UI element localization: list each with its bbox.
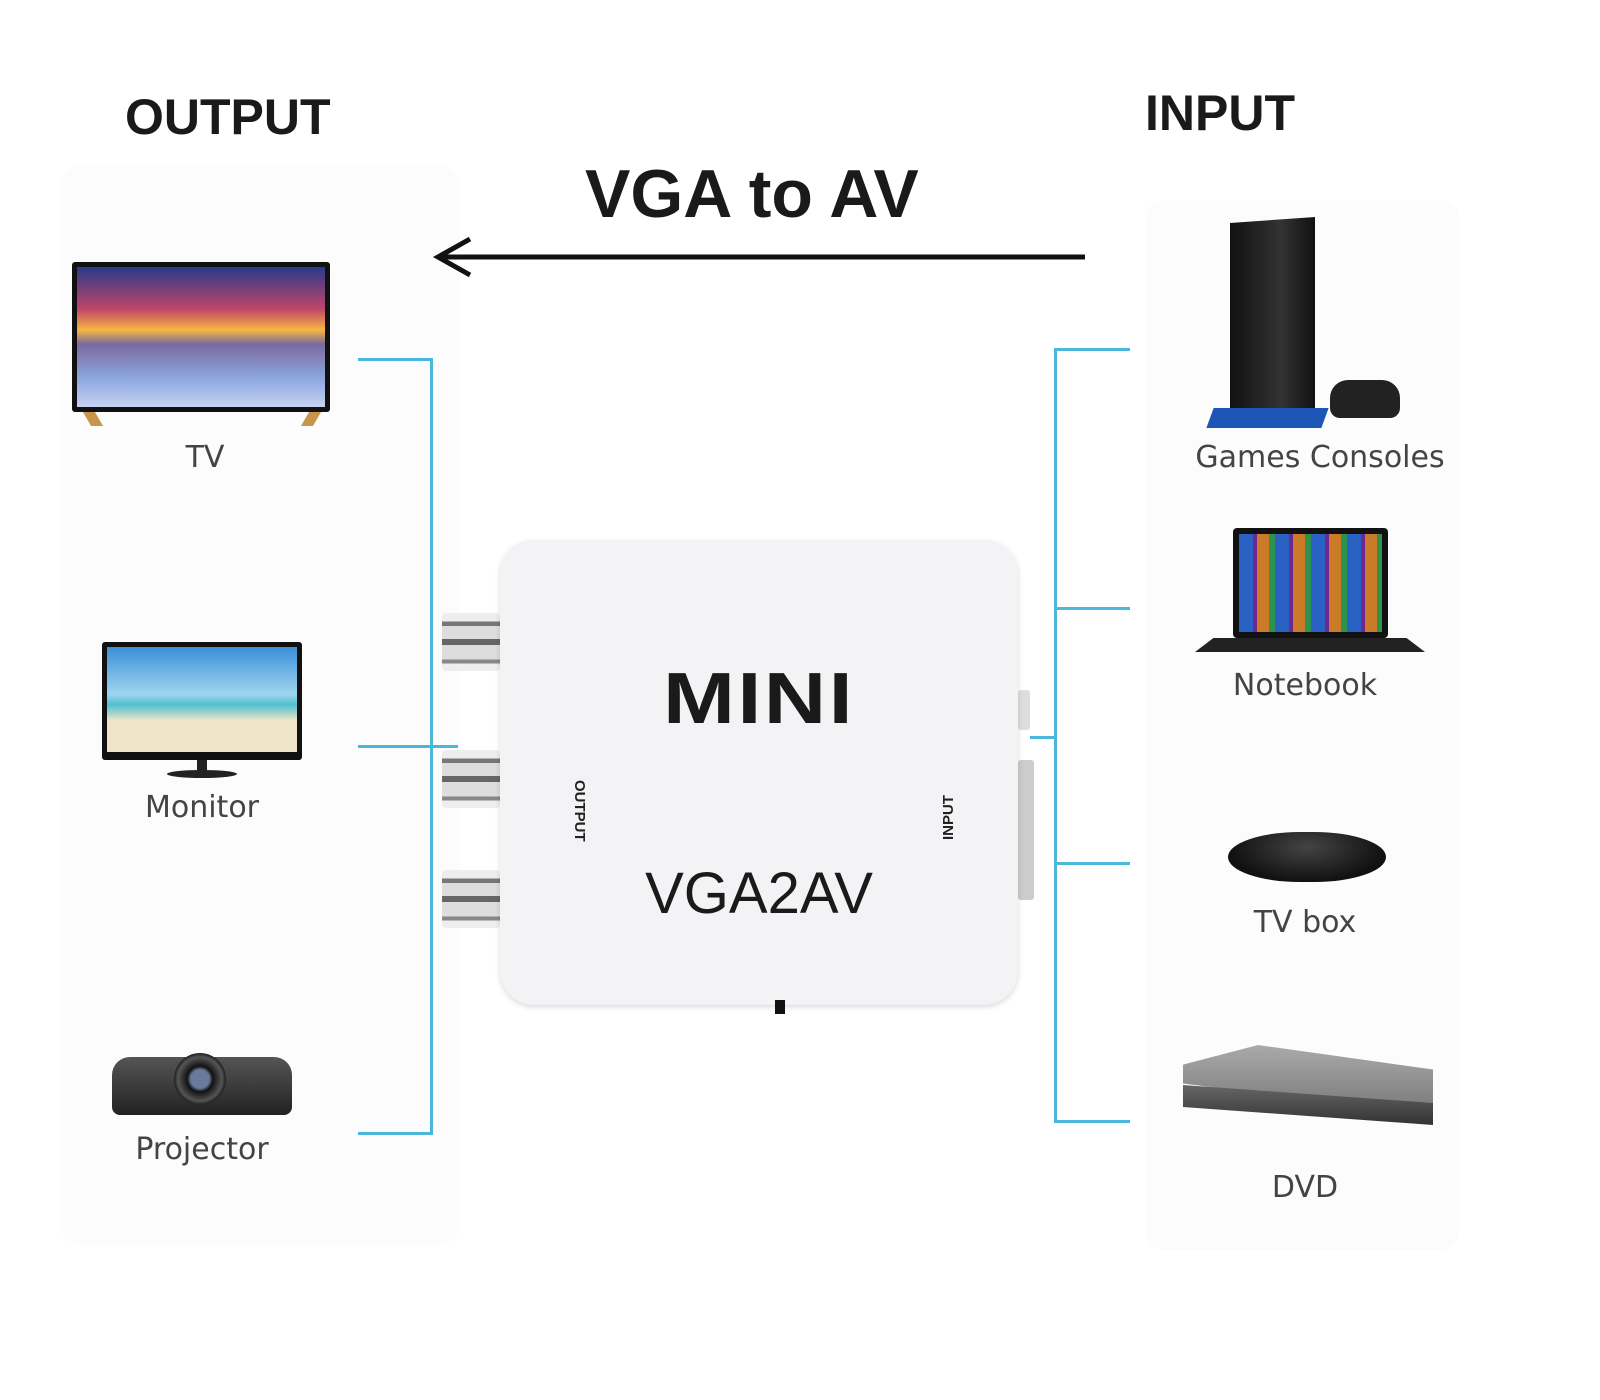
notebook-icon bbox=[1195, 528, 1425, 663]
input-bracket-vertical bbox=[1054, 348, 1057, 1123]
direction-arrow bbox=[432, 236, 1085, 278]
converter-body bbox=[500, 540, 1018, 1005]
output-label-projector: Projector bbox=[135, 1132, 269, 1167]
rca-port-1 bbox=[442, 613, 500, 671]
usb-port bbox=[1018, 690, 1030, 730]
rca-port-3 bbox=[442, 870, 500, 928]
game-console-icon bbox=[1205, 217, 1415, 435]
output-label-monitor: Monitor bbox=[144, 790, 260, 825]
input-heading: INPUT bbox=[1145, 85, 1295, 141]
device-output-port-label: OUTPUT bbox=[571, 780, 588, 842]
input-label-notebook: Notebook bbox=[1232, 668, 1378, 703]
monitor-icon bbox=[102, 642, 302, 782]
device-brand: MINI bbox=[663, 659, 855, 739]
input-connector-console bbox=[1054, 348, 1130, 351]
input-label-tv-box: TV box bbox=[1253, 905, 1357, 940]
vga2av-converter: MINI VGA2AV OUTPUT INPUT bbox=[440, 540, 1040, 1020]
output-heading: OUTPUT bbox=[125, 89, 331, 145]
output-label-tv: TV bbox=[185, 440, 225, 475]
dvd-player-icon bbox=[1183, 1045, 1438, 1145]
input-label-dvd: DVD bbox=[1271, 1170, 1339, 1205]
output-connector-tv bbox=[358, 358, 433, 361]
output-connector-projector bbox=[358, 1132, 433, 1135]
input-connector-tvbox bbox=[1054, 862, 1130, 865]
input-connector-dvd bbox=[1054, 1120, 1130, 1123]
device-input-port-label: INPUT bbox=[940, 795, 957, 840]
input-connector-notebook bbox=[1054, 607, 1130, 610]
rca-port-2 bbox=[442, 750, 500, 808]
vga-port bbox=[1018, 760, 1034, 900]
input-connector-device bbox=[1030, 736, 1057, 739]
input-label-games-consoles: Games Consoles bbox=[1195, 440, 1445, 475]
tv-icon bbox=[72, 262, 332, 432]
output-connector-monitor bbox=[358, 745, 458, 748]
projector-icon bbox=[112, 1045, 292, 1125]
diagram-title: VGA to AV bbox=[585, 156, 919, 232]
tv-box-icon bbox=[1228, 832, 1388, 892]
device-switch bbox=[775, 1000, 785, 1014]
device-model: VGA2AV bbox=[645, 861, 873, 926]
